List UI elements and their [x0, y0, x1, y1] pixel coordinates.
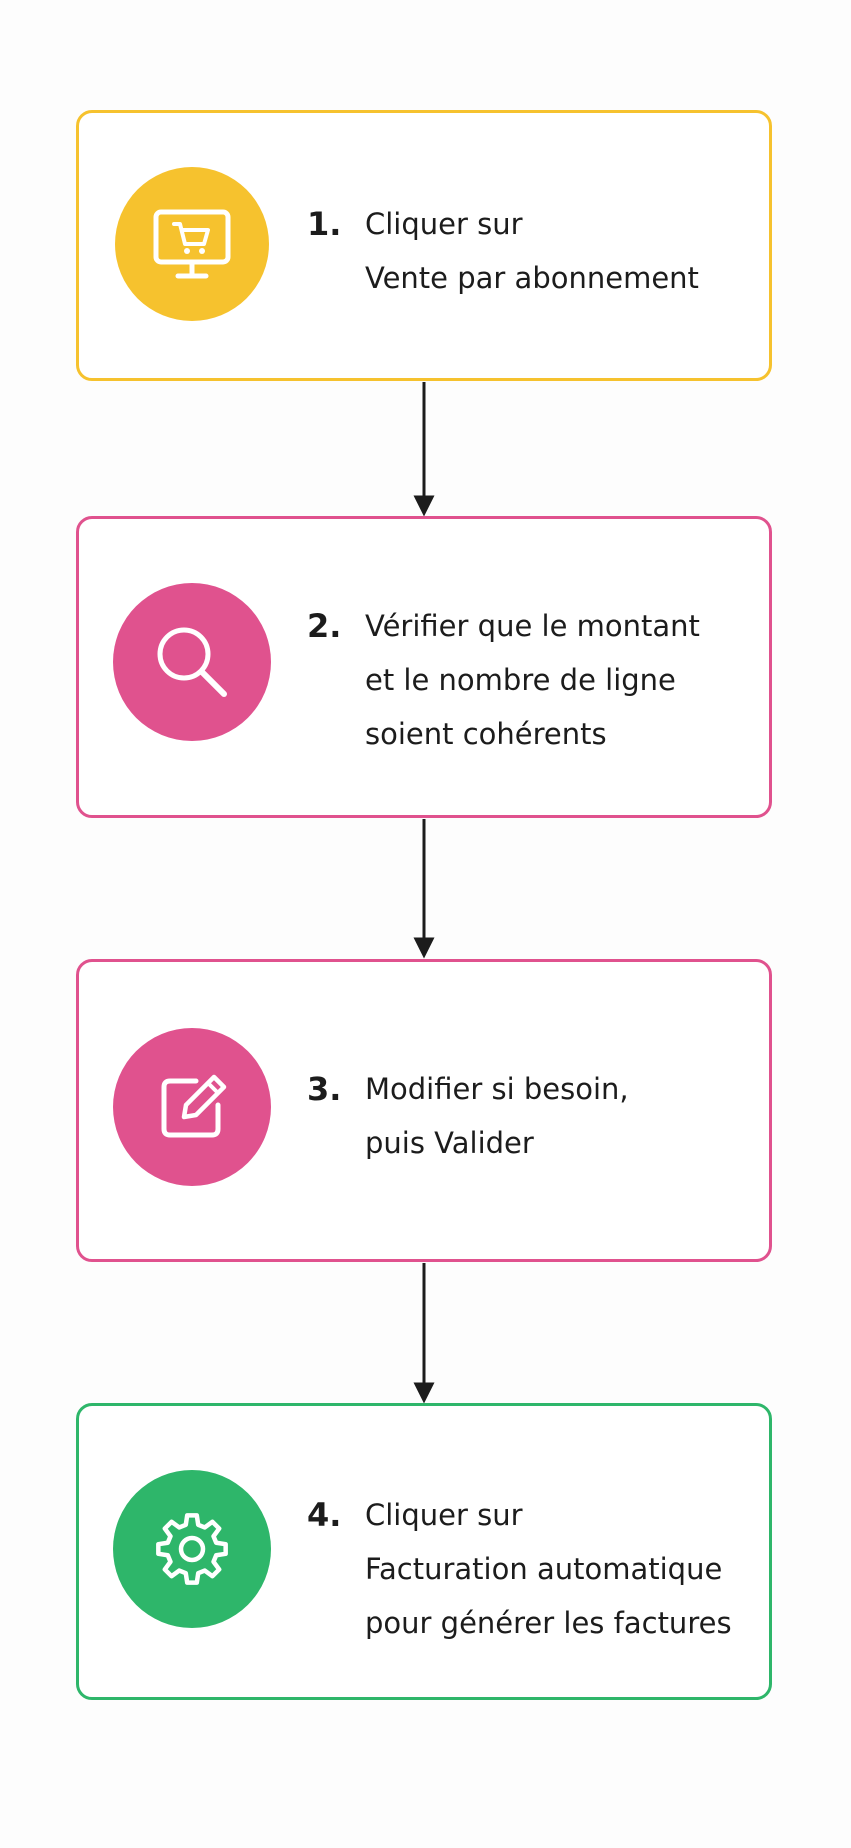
gear-outline: [156, 1513, 228, 1585]
step-text-1: Cliquer sur Vente par abonnement: [365, 197, 765, 305]
step-4-line-3: pour générer les factures: [365, 1606, 732, 1640]
step-icon-circle-1: [115, 167, 269, 321]
step-2-line-2: et le nombre de ligne: [365, 663, 676, 697]
edit-icon: [161, 1074, 227, 1138]
step-2-line-3: soient cohérents: [365, 717, 607, 751]
step-number-1: 1.: [307, 205, 342, 243]
step-icon-circle-2: [113, 583, 271, 741]
step-card-3: 3. Modifier si besoin, puis Valider: [76, 959, 772, 1262]
step-1-line-1: Cliquer sur: [365, 207, 523, 241]
monitor-cart-icon: [153, 209, 231, 279]
step-card-1: 1. Cliquer sur Vente par abonnement: [76, 110, 772, 381]
step-number-2: 2.: [307, 607, 342, 645]
gear-icon: [156, 1513, 228, 1585]
step-1-line-2: Vente par abonnement: [365, 261, 699, 295]
step-icon-circle-3: [113, 1028, 271, 1186]
step-text-4: Cliquer sur Facturation automatique pour…: [365, 1488, 765, 1650]
step-text-2: Vérifier que le montant et le nombre de …: [365, 599, 765, 761]
step-text-3: Modifier si besoin, puis Valider: [365, 1062, 765, 1170]
step-4-line-2: Facturation automatique: [365, 1552, 723, 1586]
search-icon: [157, 627, 227, 697]
step-card-4: 4. Cliquer sur Facturation automatique p…: [76, 1403, 772, 1700]
step-icon-circle-4: [113, 1470, 271, 1628]
step-3-line-1: Modifier si besoin,: [365, 1072, 629, 1106]
step-4-line-1: Cliquer sur: [365, 1498, 523, 1532]
step-number-3: 3.: [307, 1070, 342, 1108]
step-card-2: 2. Vérifier que le montant et le nombre …: [76, 516, 772, 818]
step-number-4: 4.: [307, 1496, 342, 1534]
step-3-line-2: puis Valider: [365, 1126, 534, 1160]
step-2-line-1: Vérifier que le montant: [365, 609, 700, 643]
